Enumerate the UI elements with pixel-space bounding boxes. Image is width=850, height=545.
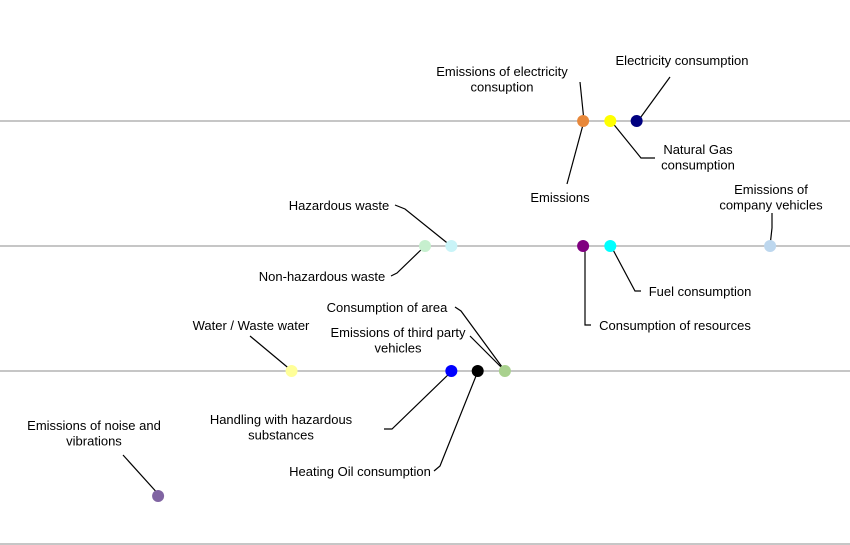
point-emissions-of-electricity-consumption — [577, 115, 590, 127]
label-fuel-consumption: Fuel consumption — [649, 284, 752, 299]
label-consumption-of-resources: Consumption of resources — [599, 318, 751, 333]
label-line: Handling with hazardous — [210, 412, 353, 427]
point-handling-with-hazardous-substances — [445, 365, 458, 377]
point-fuel-consumption — [604, 240, 617, 252]
label-consumption-of-area: Consumption of area — [327, 300, 448, 315]
label-electricity-consumption: Electricity consumption — [616, 53, 749, 68]
leader-line-emissions-of-noise-and-vibrations — [122, 454, 161, 497]
label-line: Natural Gas — [663, 142, 733, 157]
label-line: vehicles — [375, 341, 422, 356]
leader-line-emissions-of-company-vehicles — [769, 213, 773, 247]
label-line: vibrations — [66, 434, 122, 449]
label-line: Emissions — [530, 190, 590, 205]
leader-line-emissions — [566, 120, 585, 185]
label-line: Fuel consumption — [649, 284, 752, 299]
label-line: substances — [248, 428, 314, 443]
row-lines — [0, 120, 850, 545]
point-consumption-of-area — [498, 365, 511, 377]
leader-line-water-waste-water — [249, 335, 293, 372]
leader-line-heating-oil-consumption — [433, 370, 479, 472]
label-line: Emissions of third party — [330, 325, 466, 340]
point-hazardous-waste — [445, 240, 458, 252]
label-line: Electricity consumption — [616, 53, 749, 68]
label-line: Consumption of area — [327, 300, 448, 315]
leader-line-hazardous-waste — [394, 204, 452, 247]
label-line: Heating Oil consumption — [289, 464, 431, 479]
leader-line-electricity-consumption — [637, 76, 671, 122]
point-natural-gas-consumption — [604, 115, 617, 127]
leader-line-consumption-of-resources — [584, 246, 591, 326]
leader-line-natural-gas-consumption — [610, 120, 655, 159]
label-line: Emissions of noise and — [27, 418, 161, 433]
leader-line-handling-with-hazardous-substances — [384, 370, 453, 430]
point-water-waste-water — [285, 365, 298, 377]
data-points — [152, 115, 777, 502]
leader-line-fuel-consumption — [610, 245, 641, 292]
leader-line-emissions-of-electricity-consumption — [579, 81, 585, 122]
leader-line-consumption-of-area — [454, 306, 506, 372]
label-line: Hazardous waste — [289, 198, 389, 213]
point-heating-oil-consumption — [471, 365, 484, 377]
label-non-hazardous-waste: Non-hazardous waste — [259, 269, 385, 284]
label-emissions: Emissions — [530, 190, 590, 205]
leader-line-non-hazardous-waste — [390, 245, 426, 277]
label-line: Non-hazardous waste — [259, 269, 385, 284]
label-heating-oil-consumption: Heating Oil consumption — [289, 464, 431, 479]
label-line: Emissions of — [734, 182, 808, 197]
label-water-waste-water: Water / Waste water — [193, 318, 310, 333]
label-line: Water / Waste water — [193, 318, 310, 333]
point-electricity-consumption — [630, 115, 643, 127]
label-line: Consumption of resources — [599, 318, 751, 333]
label-line: Emissions of electricity — [436, 64, 568, 79]
leader-lines — [122, 76, 773, 497]
point-emissions-of-company-vehicles — [764, 240, 777, 252]
label-line: company vehicles — [719, 198, 823, 213]
label-hazardous-waste: Hazardous waste — [289, 198, 389, 213]
leader-line-emissions-of-third-party-vehicles — [469, 335, 506, 372]
point-non-hazardous-waste — [419, 240, 431, 252]
point-emissions-of-noise-and-vibrations — [152, 490, 165, 502]
label-line: consumption — [661, 158, 735, 173]
point-consumption-of-resources — [577, 240, 590, 252]
label-line: consuption — [471, 80, 534, 95]
